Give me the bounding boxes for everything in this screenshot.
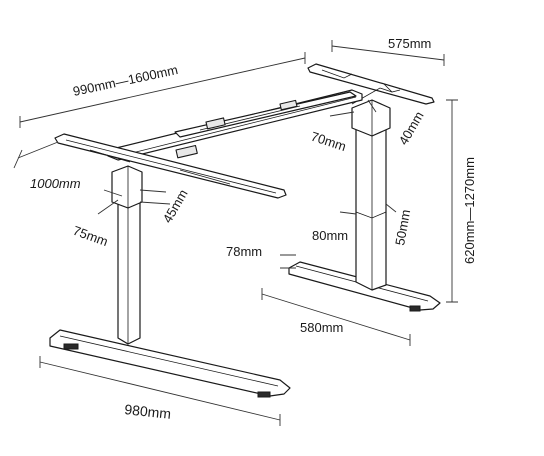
label-right-foot-length: 580mm (300, 320, 343, 335)
label-column-base-2: 50mm (392, 208, 413, 246)
label-column-lower-1: 75mm (71, 223, 110, 249)
label-left-foot-length: 980mm (124, 401, 172, 422)
dimension-lines (13, 40, 458, 426)
label-column-lower-2: 45mm (160, 187, 191, 226)
left-top-bracket (54, 133, 287, 199)
label-left-depth: 1000mm (30, 176, 81, 191)
label-column-upper-2: 40mm (396, 109, 427, 148)
label-column-upper-1: 70mm (309, 129, 348, 154)
label-top-width: 575mm (388, 36, 431, 51)
left-foot (49, 329, 291, 398)
right-column (351, 99, 391, 291)
label-column-base-1: 80mm (312, 228, 348, 243)
label-foot-height: 78mm (226, 244, 262, 259)
label-top-length: 990mm—1600mm (72, 62, 180, 99)
label-height-range: 620mm—1270mm (462, 157, 477, 264)
cross-beam (107, 89, 363, 161)
left-column (111, 165, 143, 345)
